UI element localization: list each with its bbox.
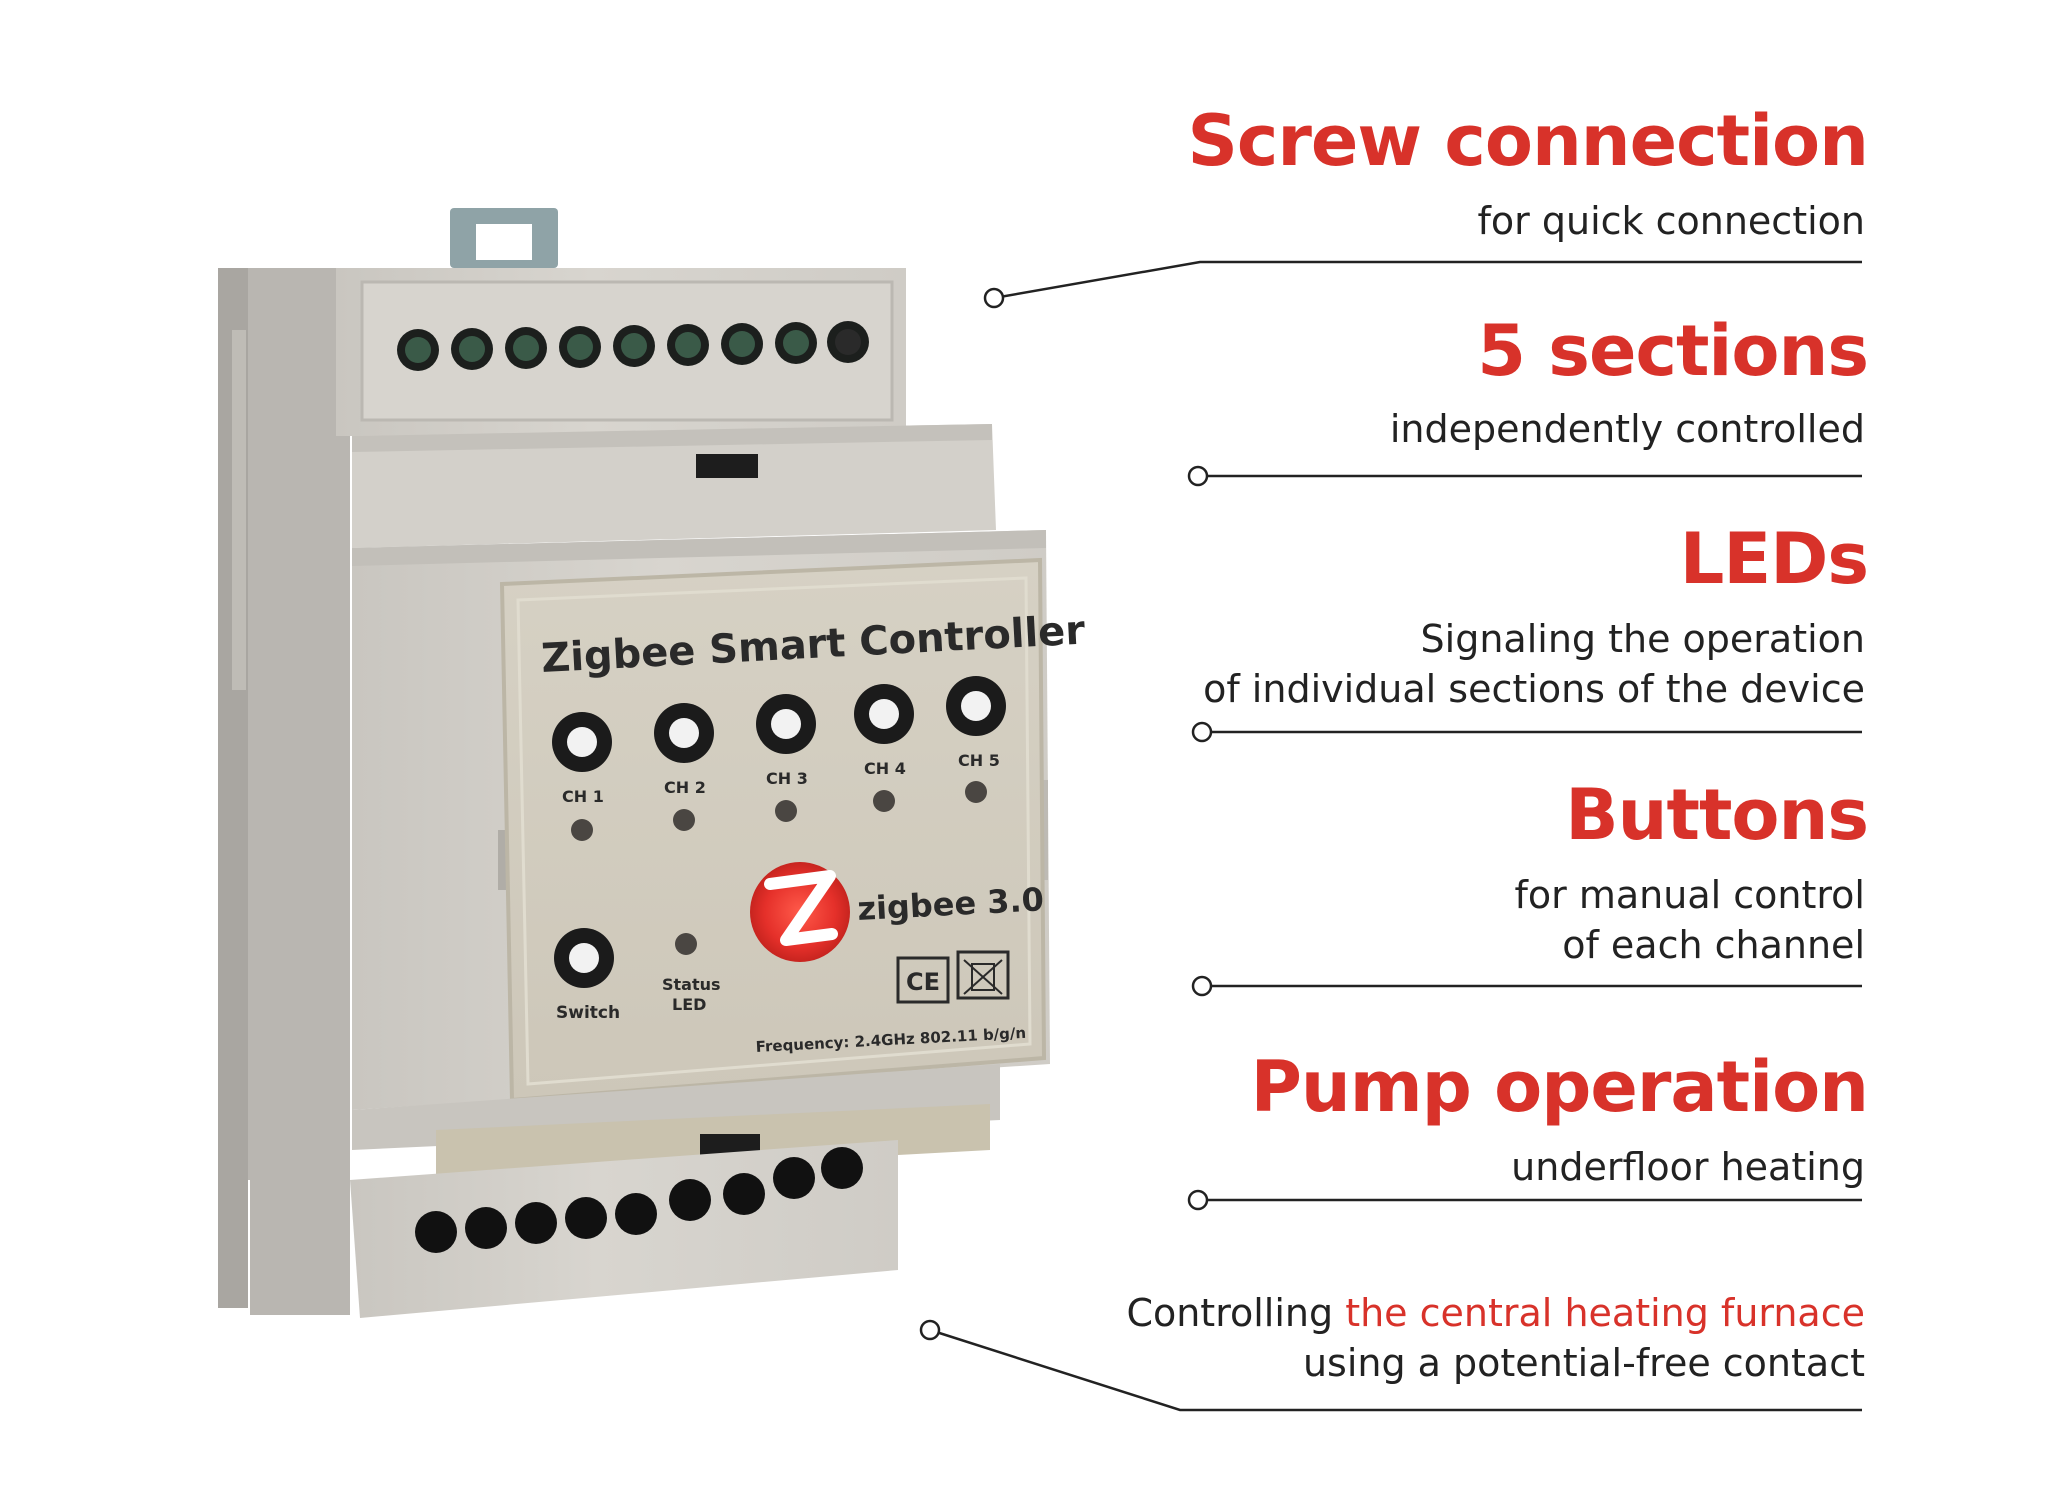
- channel-button-ch2[interactable]: [654, 703, 714, 763]
- feature-desc-leds: Signaling the operation of individual se…: [1203, 614, 1865, 714]
- channel-leds: [571, 781, 987, 841]
- status-led-label: Status: [662, 975, 721, 994]
- feature-heading-pump-operation: Pump operation: [1250, 1046, 1869, 1128]
- feature-desc-line: underfloor heating: [1511, 1145, 1865, 1189]
- switch-button[interactable]: [554, 928, 614, 988]
- furnace-prefix: Controlling: [1126, 1291, 1346, 1335]
- switch-label: Switch: [556, 1003, 620, 1023]
- feature-desc-line: independently controlled: [1389, 407, 1865, 451]
- leader-dot: [1191, 975, 1213, 997]
- feature-desc-line: Signaling the operation: [1420, 617, 1865, 661]
- channel-label: CH 3: [766, 769, 808, 788]
- svg-text:CE: CE: [906, 968, 940, 996]
- channel-button-ch1[interactable]: [552, 712, 612, 772]
- leader-dot: [1187, 1189, 1209, 1211]
- top-screw-terminals: [397, 321, 869, 371]
- feature-desc-screw-connection: for quick connection: [1478, 196, 1865, 246]
- leader-dot: [1187, 465, 1209, 487]
- bottom-screw-terminals: [415, 1147, 863, 1253]
- weee-mark: [956, 950, 1010, 1000]
- channel-button-ch5[interactable]: [946, 676, 1006, 736]
- housing-side: [218, 268, 350, 1315]
- channel-label: CH 2: [664, 778, 706, 797]
- feature-desc-line: of each channel: [1562, 923, 1865, 967]
- feature-desc-line: for manual control: [1514, 873, 1865, 917]
- feature-heading-screw-connection: Screw connection: [1187, 100, 1869, 182]
- channel-button-ch4[interactable]: [854, 684, 914, 744]
- channel-label: CH 1: [562, 787, 604, 806]
- feature-desc-buttons: for manual control of each channel: [1515, 870, 1865, 970]
- feature-heading-leds: LEDs: [1679, 518, 1869, 600]
- status-led-label: LED: [672, 995, 706, 1014]
- furnace-highlight: the central heating furnace: [1345, 1291, 1865, 1335]
- device-illustration: Zigbee Smart Controller CH 1 CH 2 CH 3 C…: [218, 208, 1086, 1318]
- channel-button-ch3[interactable]: [756, 694, 816, 754]
- feature-heading-buttons: Buttons: [1565, 774, 1869, 856]
- zigbee-logo: [750, 862, 850, 962]
- feature-desc-line: for quick connection: [1477, 199, 1865, 243]
- front-panel: [499, 557, 1047, 1103]
- feature-desc-furnace: Controlling the central heating furnace …: [1126, 1288, 1865, 1388]
- feature-desc-sections: independently controlled: [1390, 404, 1865, 454]
- feature-desc-line: Controlling the central heating furnace: [1126, 1288, 1865, 1338]
- leader-dot: [1191, 721, 1213, 743]
- channel-label: CH 5: [958, 751, 1000, 770]
- feature-desc-line: of individual sections of the device: [1203, 667, 1865, 711]
- feature-desc-pump-operation: underfloor heating: [1511, 1142, 1865, 1192]
- channel-label: CH 4: [864, 759, 906, 778]
- ce-mark: CE: [896, 956, 950, 1004]
- status-led: [675, 933, 697, 955]
- channel-buttons: [552, 676, 1006, 772]
- feature-desc-line: using a potential-free contact: [1302, 1341, 1865, 1385]
- feature-heading-sections: 5 sections: [1477, 310, 1869, 392]
- leader-line-screw: [993, 260, 1862, 300]
